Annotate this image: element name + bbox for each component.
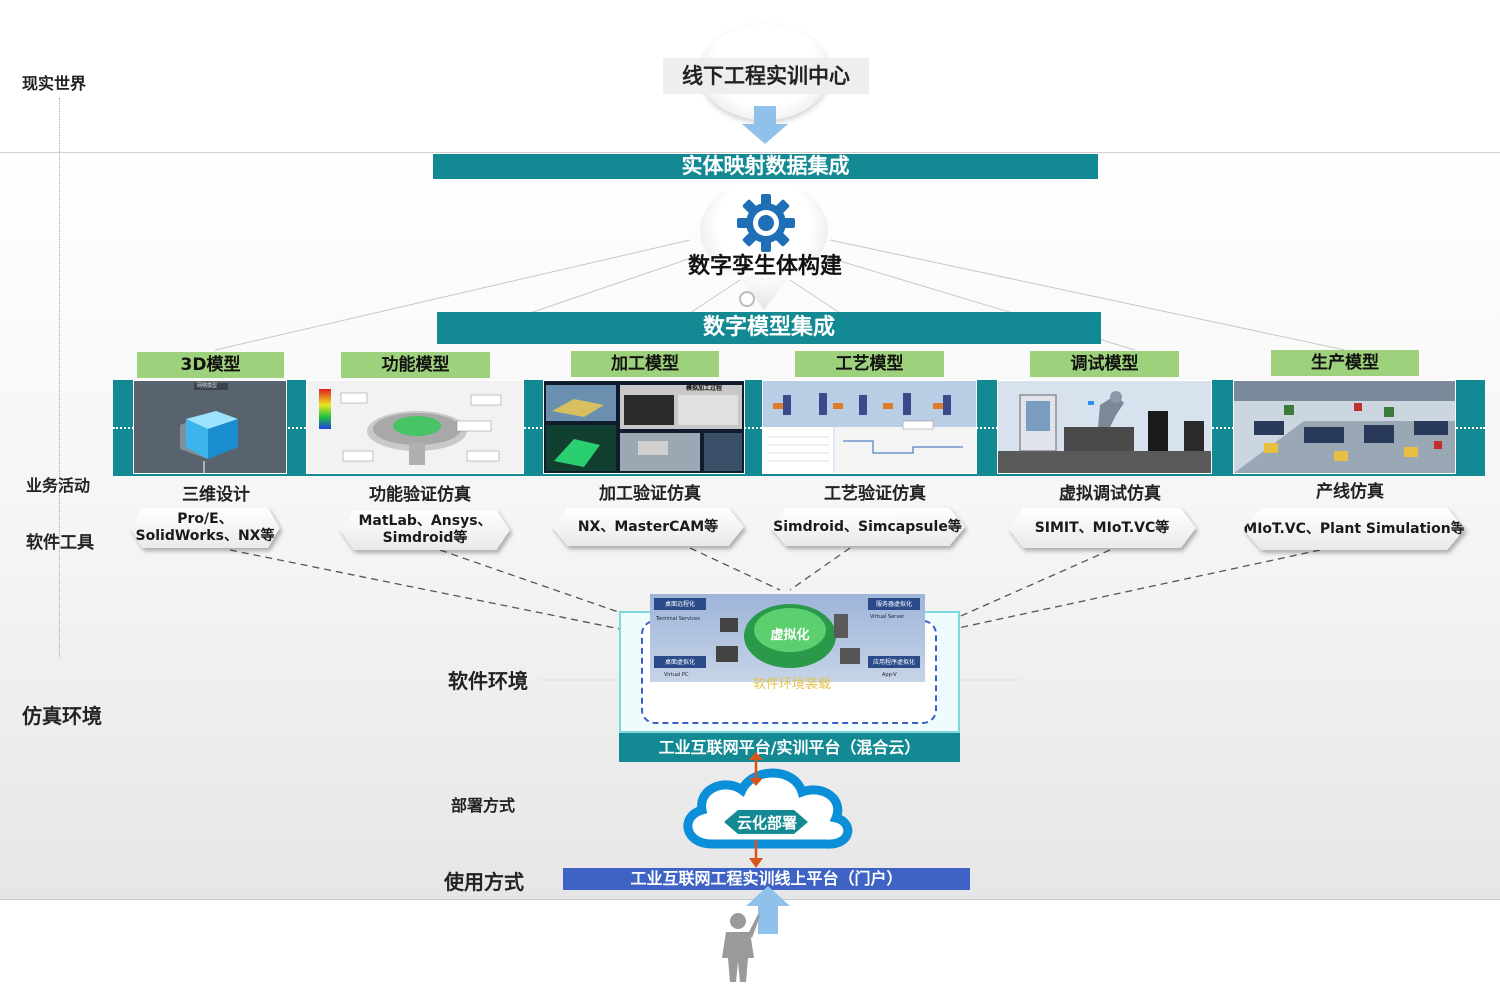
s3-caption: 模拟加工过程 — [686, 385, 723, 392]
online-portal-bar[interactable]: 工业互联网工程实训线上平台（门户） — [563, 868, 970, 890]
virtualization-label: 虚拟化 — [770, 628, 810, 643]
activity-3d-design: 三维设计 — [182, 485, 250, 505]
cloud-icon — [683, 768, 853, 849]
down-arrow-top-icon — [742, 106, 788, 144]
model-label-function: 功能模型 — [341, 352, 490, 378]
screenshot-function-model — [306, 380, 524, 474]
virtualization-image: 桌面远程化 服务器虚拟化 桌面虚拟化 应用程序虚拟化 Terminal Serv… — [650, 594, 925, 682]
entity-mapping-bar: 实体映射数据集成 — [433, 154, 1098, 179]
twin-node-dot — [739, 291, 755, 307]
tool-hex-machining: NX、MasterCAM等 — [552, 508, 744, 546]
label-software-environment: 软件环境 — [448, 669, 528, 693]
vsub-0: Terminal Services — [656, 616, 700, 622]
model-label-debug: 调试模型 — [1030, 351, 1179, 377]
tool-debug: SIMIT、MIoT.VC等 — [1008, 508, 1196, 548]
activity-virtual-debug: 虚拟调试仿真 — [1059, 484, 1161, 504]
tool-function: MatLab、Ansys、Simdroid等 — [340, 510, 510, 550]
label-business-activity: 业务活动 — [26, 476, 91, 495]
tool-hex-debug: SIMIT、MIoT.VC等 — [1008, 508, 1196, 548]
tool-machining: NX、MasterCAM等 — [552, 508, 744, 546]
s1-caption: 网络模型 — [197, 383, 218, 389]
gear-icon — [737, 194, 795, 252]
vsub-1: Virtual Server — [870, 614, 905, 620]
vsub-2: Virtual PC — [664, 672, 689, 678]
label-software-tools: 软件工具 — [26, 533, 94, 553]
model-label-3d: 3D模型 — [137, 352, 284, 378]
model-label-machining: 加工模型 — [571, 351, 719, 377]
label-deployment: 部署方式 — [451, 796, 516, 815]
screenshot-machining-model: 模拟加工过程 — [543, 380, 745, 474]
screenshot-debug-model — [997, 380, 1212, 474]
orange-arrows-icon — [749, 752, 763, 868]
tool-hex-3d: Pro/E、SolidWorks、NX等 — [130, 508, 280, 548]
offline-training-center: 线下工程实训中心 — [663, 58, 869, 94]
tool-hex-function: MatLab、Ansys、Simdroid等 — [340, 510, 510, 550]
digital-twin-construction: 数字孪生体构建 — [687, 254, 842, 279]
screenshot-3d-model: 网络模型 — [133, 380, 287, 474]
tool-process: Simdroid、Simcapsule等 — [770, 508, 965, 546]
cloud-deployment-label: 云化部署 — [736, 814, 797, 832]
tool-hex-production: MIoT.VC、Plant Simulation等 — [1243, 508, 1465, 550]
vtag-3: 应用程序虚拟化 — [872, 659, 915, 666]
label-usage: 使用方式 — [444, 870, 524, 894]
user-icon — [722, 913, 760, 982]
software-loading-label: 软件环境装载 — [752, 677, 831, 692]
activity-process-sim: 工艺验证仿真 — [824, 484, 926, 504]
vtag-1: 服务器虚拟化 — [875, 601, 912, 608]
tool-production: MIoT.VC、Plant Simulation等 — [1243, 508, 1465, 550]
left-divider-line — [59, 98, 60, 658]
vtag-0: 桌面远程化 — [664, 601, 695, 608]
label-real-world: 现实世界 — [22, 74, 87, 93]
model-label-production: 生产模型 — [1271, 350, 1419, 376]
up-arrow-icon — [746, 886, 790, 934]
hybrid-cloud-platform-bar: 工业互联网平台/实训平台（混合云） — [619, 733, 960, 762]
vsub-3: App-V — [882, 672, 897, 678]
label-simulation-environment: 仿真环境 — [22, 704, 102, 728]
vtag-2: 桌面虚拟化 — [664, 659, 695, 666]
activity-production-line-sim: 产线仿真 — [1316, 482, 1384, 502]
tool-hex-process: Simdroid、Simcapsule等 — [770, 508, 965, 546]
activity-machining-sim: 加工验证仿真 — [599, 484, 701, 504]
screenshot-process-model — [762, 380, 977, 474]
tool-3d: Pro/E、SolidWorks、NX等 — [130, 508, 280, 548]
activity-function-sim: 功能验证仿真 — [369, 485, 471, 505]
model-integration-bar: 数字模型集成 — [437, 312, 1101, 344]
model-label-process: 工艺模型 — [795, 351, 944, 377]
screenshot-production-model — [1233, 380, 1456, 474]
